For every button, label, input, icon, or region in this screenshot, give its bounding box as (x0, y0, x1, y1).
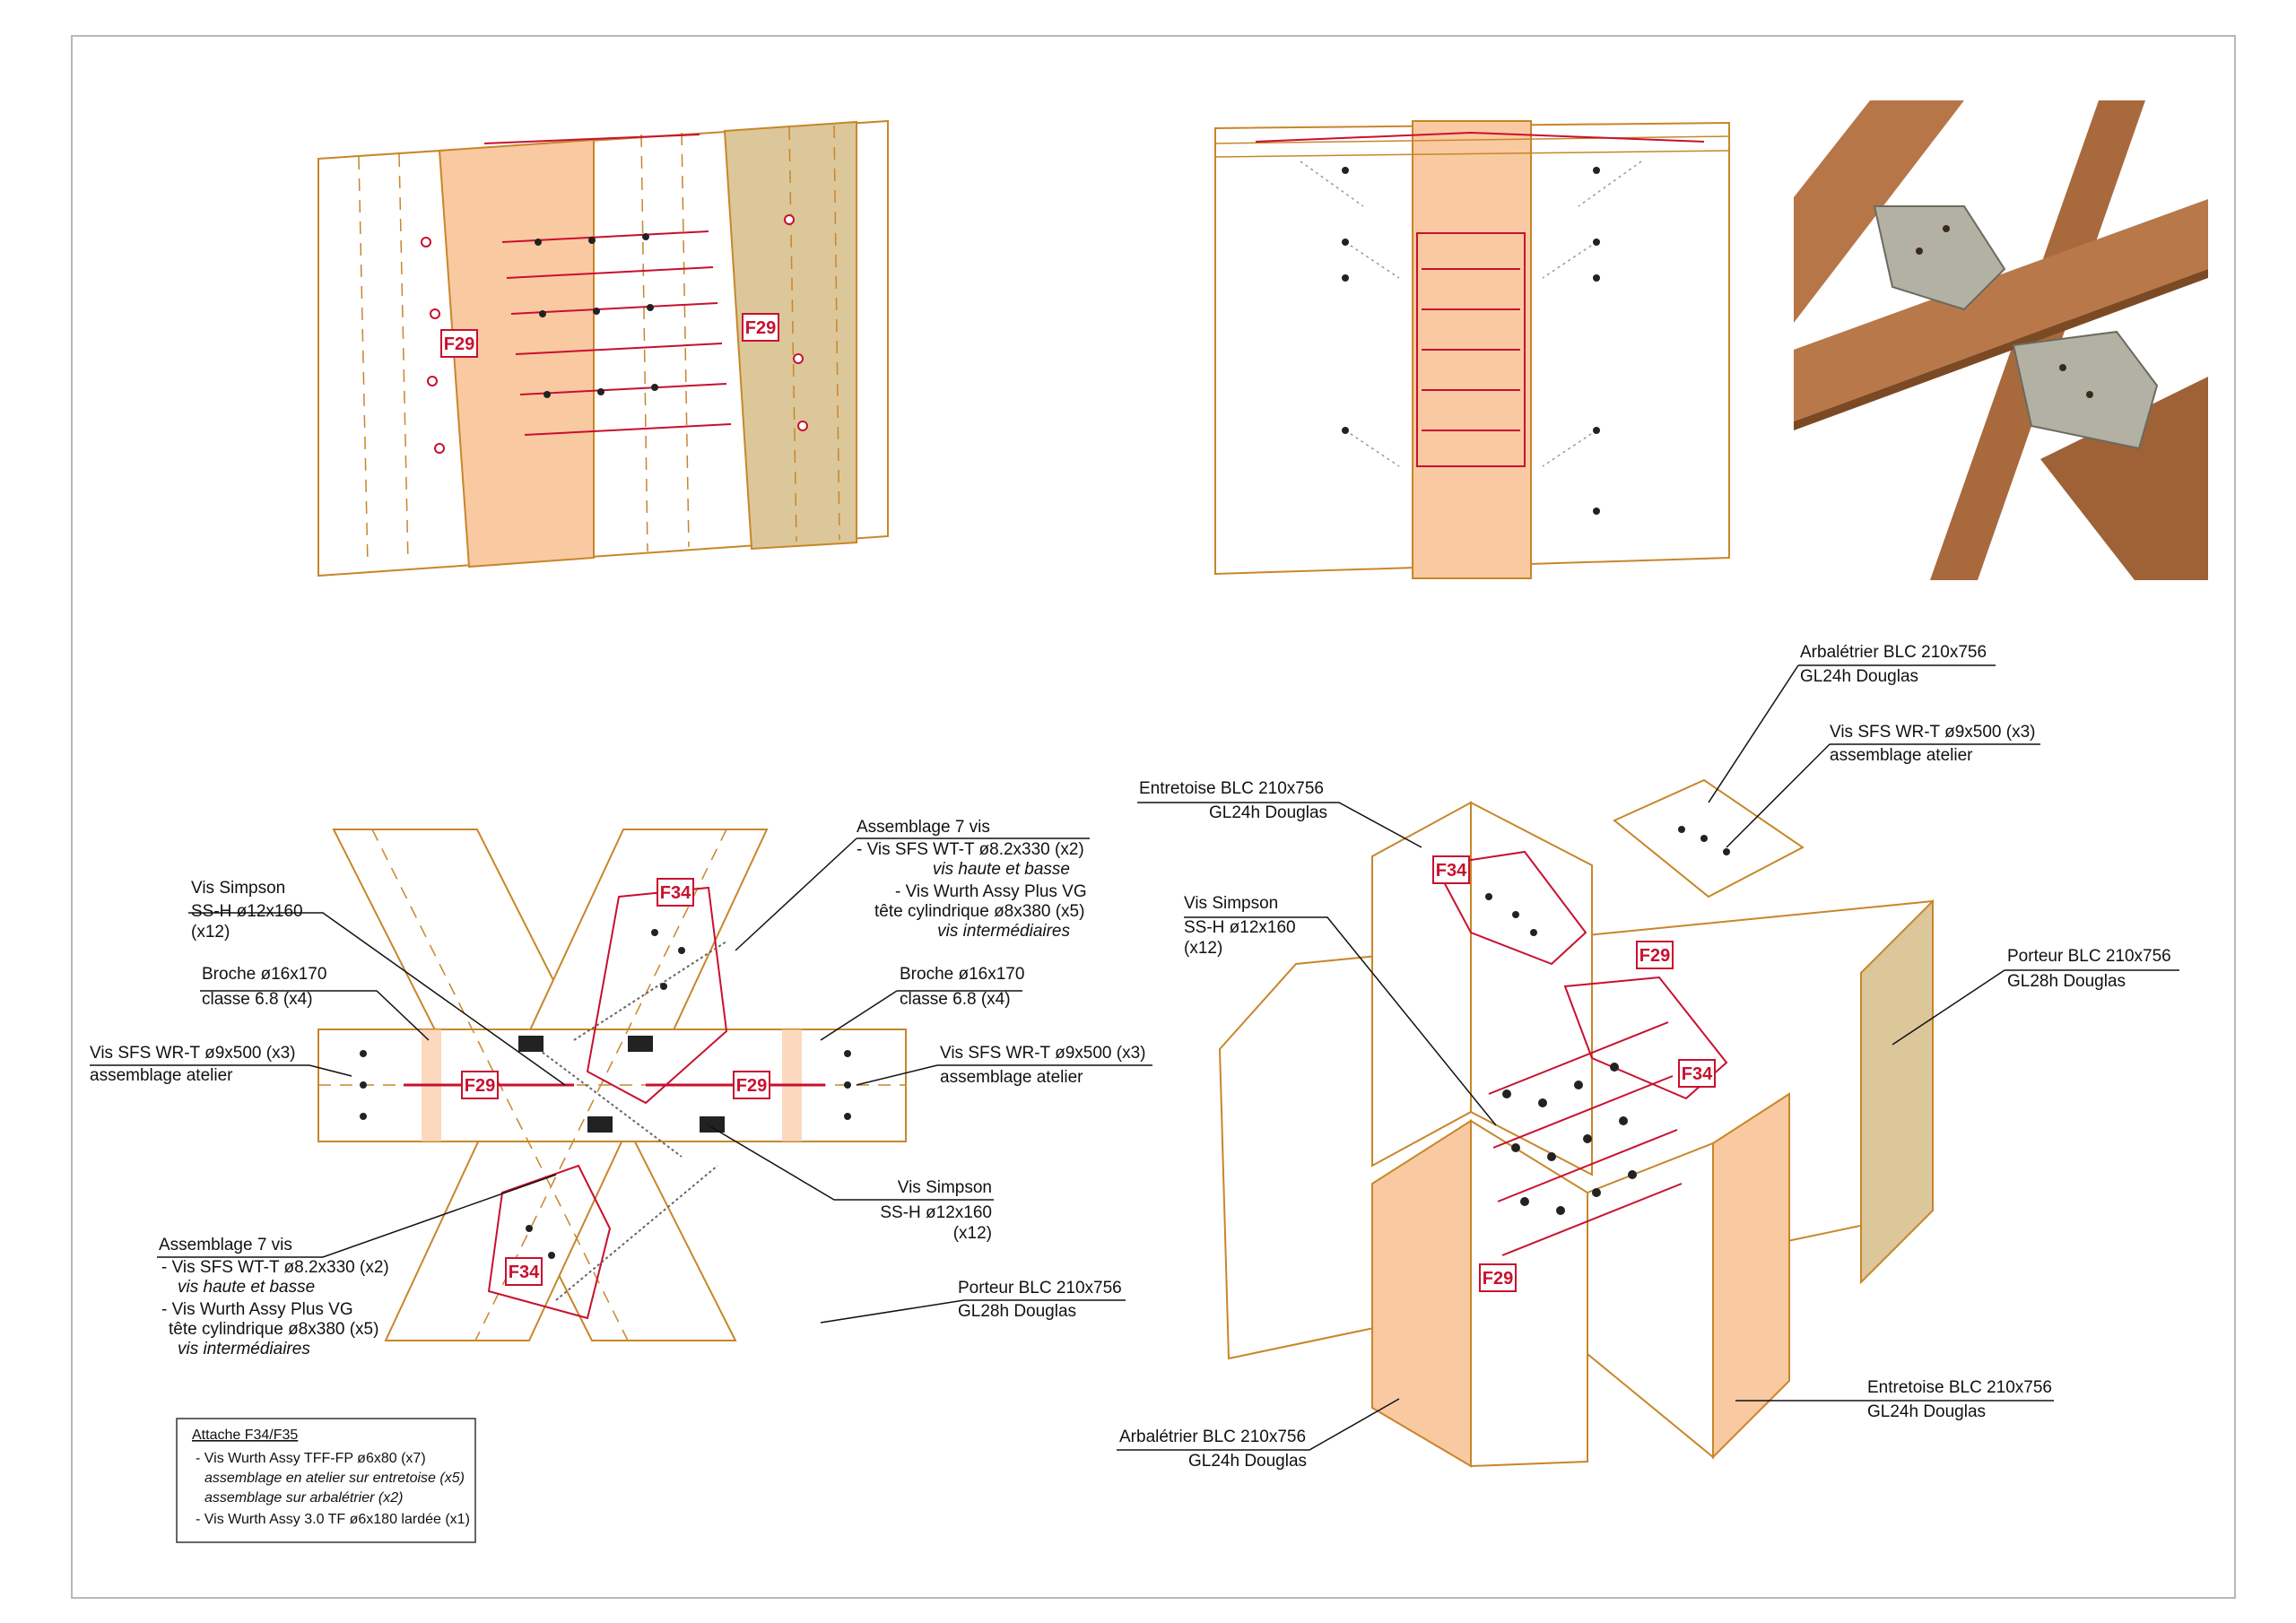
label-asm7-bot-l4: tête cylindrique ø8x380 (x5) (169, 1320, 378, 1339)
label-asm7-top-l4: tête cylindrique ø8x380 (x5) (874, 902, 1084, 921)
label-wr-r-1: Vis SFS WR-T ø9x500 (x3) (940, 1044, 1145, 1063)
label-entr-top-2: GL24h Douglas (1209, 803, 1327, 822)
label-simpson-tl-1: Vis Simpson (191, 879, 285, 898)
tag-f29-plan-left: F29 (461, 1071, 499, 1099)
label-asm7-top-title: Assemblage 7 vis (857, 818, 990, 837)
label-wr-iso-2: assemblage atelier (1830, 746, 1973, 765)
label-arb-bot-1: Arbalétrier BLC 210x756 (1119, 1428, 1306, 1446)
label-simpson-iso-3: (x12) (1184, 939, 1222, 958)
legend-title: Attache F34/F35 (192, 1428, 298, 1443)
label-asm7-bot-l5: vis intermédiaires (178, 1340, 310, 1358)
tag-f34-plan-bottom: F34 (505, 1257, 543, 1286)
label-simpson-br-2: SS-H ø12x160 (880, 1203, 992, 1222)
label-simpson-br-1: Vis Simpson (898, 1178, 992, 1197)
svg-text:F29: F29 (444, 334, 474, 354)
sheet-border (71, 35, 2236, 1599)
tag-f34-iso-right: F34 (1678, 1059, 1716, 1088)
label-arb-top-2: GL24h Douglas (1800, 667, 1918, 686)
label-asm7-bot-l2: vis haute et basse (178, 1278, 315, 1297)
plate-f34-bottom (487, 1164, 612, 1320)
iso-leaders (1117, 664, 2179, 1451)
tag-f29-iso-top: F29 (1636, 941, 1674, 969)
plan-leaders (90, 838, 1152, 1324)
elevation-view-left (317, 119, 889, 577)
svg-text:F29: F29 (1639, 946, 1670, 966)
elevation-view-middle (1214, 120, 1730, 579)
label-wr-iso-1: Vis SFS WR-T ø9x500 (x3) (1830, 723, 2035, 742)
legend-box: Attache F34/F35 - Vis Wurth Assy TFF-FP … (176, 1418, 476, 1543)
tag-f29-plan-right: F29 (733, 1071, 770, 1099)
label-entr-top-1: Entretoise BLC 210x756 (1139, 779, 1324, 798)
label-entr-bot-2: GL24h Douglas (1867, 1402, 1986, 1421)
tag-f29-elev-left: F29 (440, 329, 478, 358)
isometric-view (1218, 778, 1934, 1468)
label-porteur-plan-1: Porteur BLC 210x756 (958, 1279, 1122, 1298)
tag-f34-iso-top: F34 (1432, 855, 1470, 884)
label-wr-l-1: Vis SFS WR-T ø9x500 (x3) (90, 1044, 295, 1063)
label-porteur-iso-2: GL28h Douglas (2007, 972, 2126, 991)
label-porteur-iso-1: Porteur BLC 210x756 (2007, 947, 2171, 966)
label-asm7-top-l1: - Vis SFS WT-T ø8.2x330 (x2) (857, 840, 1084, 859)
label-simpson-iso-1: Vis Simpson (1184, 894, 1278, 913)
legend-line-1: - Vis Wurth Assy TFF-FP ø6x80 (x7) (196, 1451, 426, 1466)
label-broche-r-1: Broche ø16x170 (900, 965, 1024, 984)
svg-text:F29: F29 (736, 1076, 767, 1096)
label-arb-top-1: Arbalétrier BLC 210x756 (1800, 643, 1987, 662)
label-broche-l-1: Broche ø16x170 (202, 965, 326, 984)
legend-line-2: assemblage en atelier sur entretoise (x5… (204, 1471, 465, 1486)
legend-line-4: - Vis Wurth Assy 3.0 TF ø6x180 lardée (x… (196, 1512, 470, 1527)
label-broche-l-2: classe 6.8 (x4) (202, 990, 313, 1009)
label-simpson-br-3: (x12) (953, 1224, 992, 1243)
label-simpson-tl-3: (x12) (191, 923, 230, 942)
plate-f34-iso-top (1433, 850, 1587, 966)
label-entr-bot-1: Entretoise BLC 210x756 (1867, 1378, 2052, 1397)
svg-text:F34: F34 (660, 883, 691, 903)
label-asm7-top-l3: - Vis Wurth Assy Plus VG (895, 882, 1087, 901)
label-simpson-tl-2: SS-H ø12x160 (191, 902, 303, 921)
label-asm7-top-l2: vis haute et basse (933, 860, 1070, 879)
plan-view (317, 829, 907, 1341)
tag-f34-plan-top: F34 (657, 878, 694, 907)
svg-text:F29: F29 (465, 1076, 495, 1096)
label-broche-r-2: classe 6.8 (x4) (900, 990, 1011, 1009)
label-porteur-plan-2: GL28h Douglas (958, 1302, 1076, 1321)
svg-text:F34: F34 (1436, 861, 1467, 881)
label-asm7-top-l5: vis intermédiaires (937, 922, 1070, 941)
svg-text:F29: F29 (1483, 1269, 1513, 1289)
svg-text:F29: F29 (745, 318, 776, 338)
tag-f29-iso-bottom: F29 (1479, 1263, 1517, 1292)
label-wr-r-2: assemblage atelier (940, 1068, 1083, 1087)
label-arb-bot-2: GL24h Douglas (1188, 1452, 1307, 1471)
label-simpson-iso-2: SS-H ø12x160 (1184, 918, 1296, 937)
label-asm7-bot-l1: - Vis SFS WT-T ø8.2x330 (x2) (161, 1258, 389, 1277)
legend-line-3: assemblage sur arbalétrier (x2) (204, 1490, 403, 1506)
svg-text:F34: F34 (509, 1263, 540, 1282)
label-asm7-bot-title: Assemblage 7 vis (159, 1236, 292, 1254)
label-asm7-bot-l3: - Vis Wurth Assy Plus VG (161, 1300, 353, 1319)
svg-text:F34: F34 (1682, 1064, 1713, 1084)
render-3d-view (1794, 100, 2208, 580)
tag-f29-elev-right: F29 (742, 313, 779, 342)
label-wr-l-2: assemblage atelier (90, 1066, 233, 1085)
